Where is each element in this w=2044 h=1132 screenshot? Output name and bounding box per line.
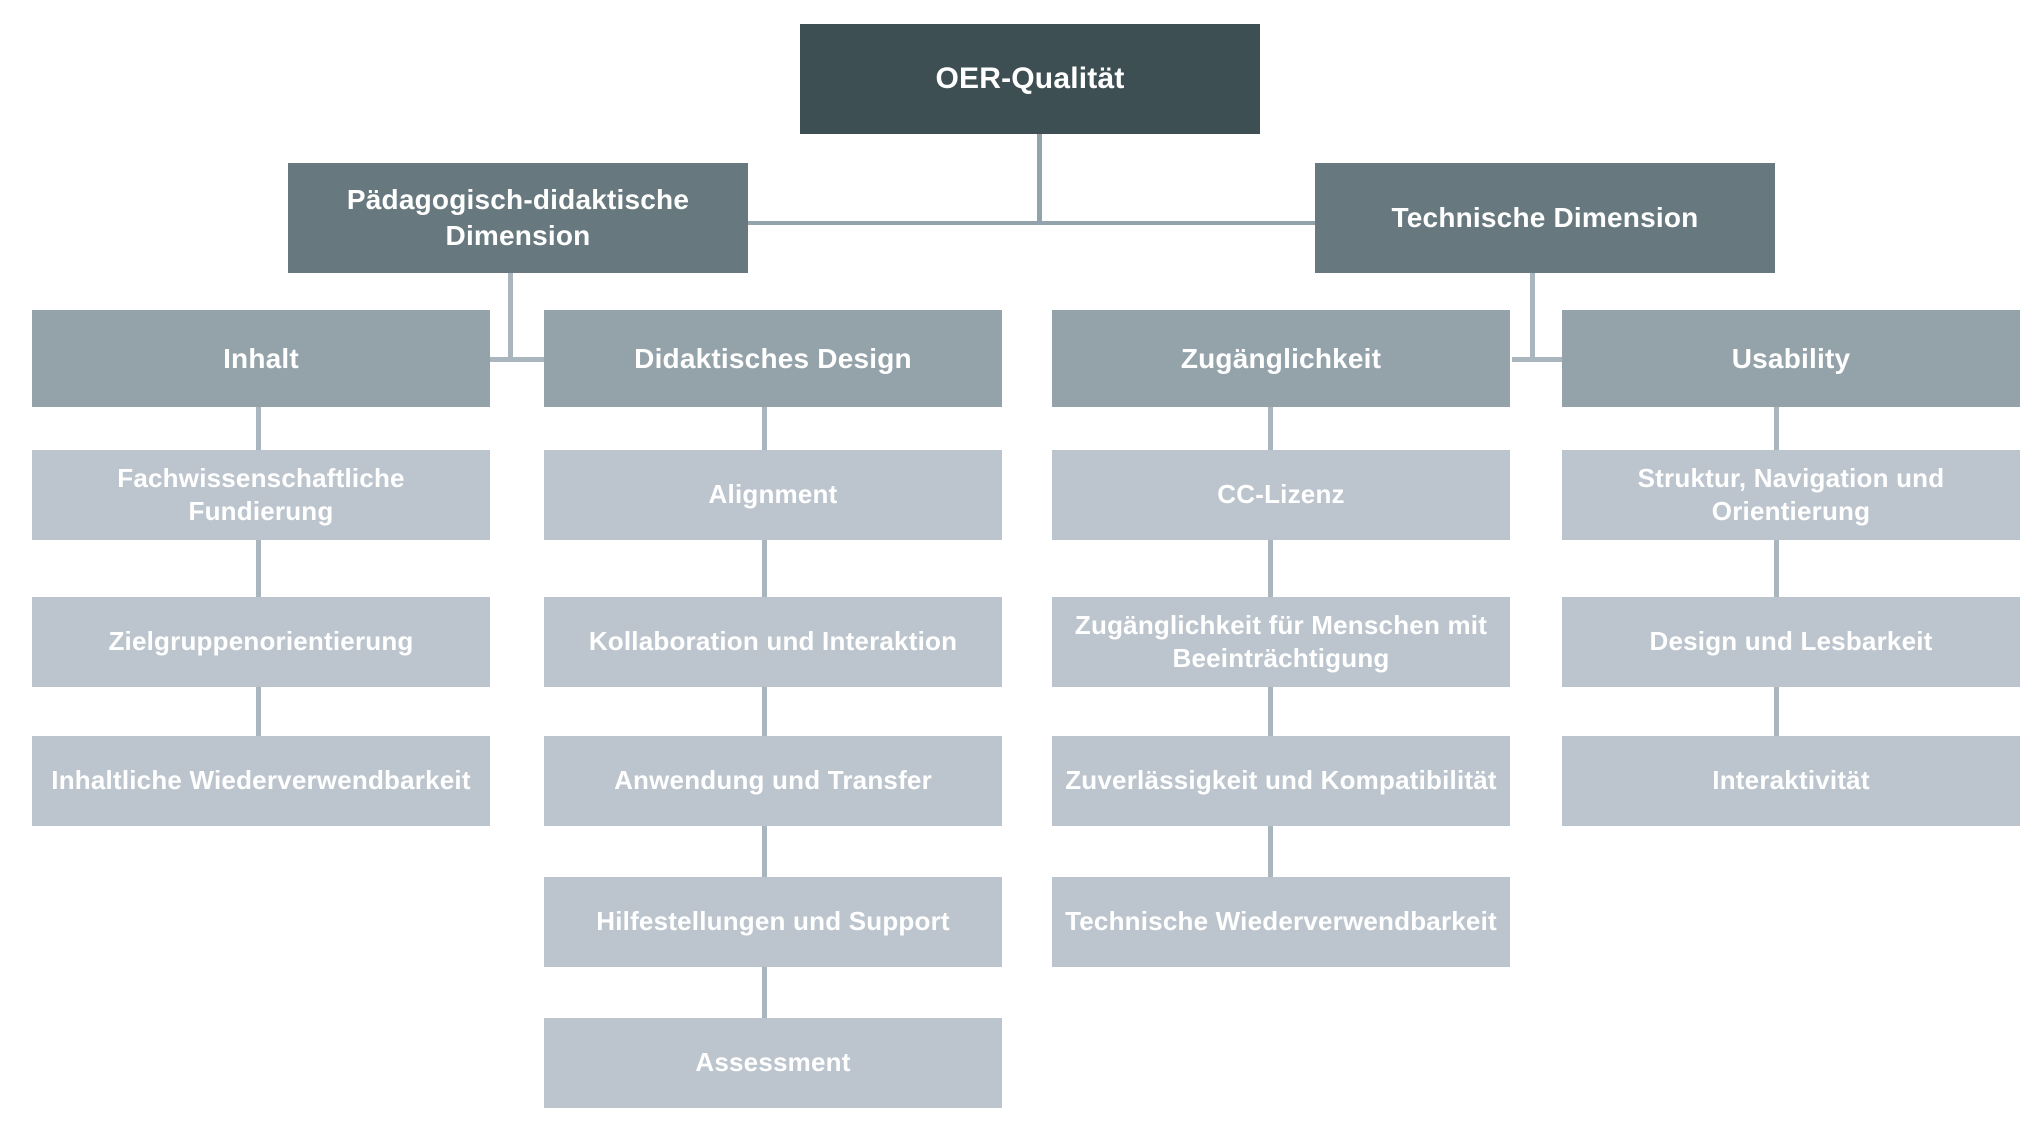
node-label: Usability	[1731, 342, 1851, 374]
node-label: Hilfestellungen und Support	[596, 906, 950, 937]
node-category-didaktisches-design[interactable]: Didaktisches Design	[544, 310, 1002, 407]
node-leaf-fachwissenschaftliche-fundierung[interactable]: Fachwissenschaftliche Fundierung	[32, 450, 490, 540]
node-label: Fachwissenschaftliche Fundierung	[117, 462, 405, 526]
node-label: Anwendung und Transfer	[614, 765, 932, 796]
node-leaf-cc-lizenz[interactable]: CC-Lizenz	[1052, 450, 1510, 540]
node-category-usability[interactable]: Usability	[1562, 310, 2020, 407]
node-label: OER-Qualität	[935, 61, 1125, 95]
node-leaf-kollaboration-und-interaktion[interactable]: Kollaboration und Interaktion	[544, 597, 1002, 687]
node-leaf-inhaltliche-wiederverwendbarkeit[interactable]: Inhaltliche Wiederverwendbarkeit	[32, 736, 490, 826]
node-label: Zugänglichkeit	[1180, 342, 1382, 374]
node-category-inhalt[interactable]: Inhalt	[32, 310, 490, 407]
node-leaf-anwendung-und-transfer[interactable]: Anwendung und Transfer	[544, 736, 1002, 826]
node-leaf-design-und-lesbarkeit[interactable]: Design und Lesbarkeit	[1562, 597, 2020, 687]
node-label: Zugänglichkeit für Menschen mit Beeinträ…	[1074, 609, 1488, 673]
node-label: Zielgruppenorientierung	[108, 626, 414, 657]
node-leaf-zuverlaessigkeit-und-kompatibilitaet[interactable]: Zuverlässigkeit und Kompatibilität	[1052, 736, 1510, 826]
node-leaf-interaktivitaet[interactable]: Interaktivität	[1562, 736, 2020, 826]
node-leaf-technische-wiederverwendbarkeit[interactable]: Technische Wiederverwendbarkeit	[1052, 877, 1510, 967]
connector-left-category-bar	[490, 357, 548, 362]
node-category-zugaenglichkeit[interactable]: Zugänglichkeit	[1052, 310, 1510, 407]
node-leaf-alignment[interactable]: Alignment	[544, 450, 1002, 540]
node-leaf-struktur-navigation-orientierung[interactable]: Struktur, Navigation und Orientierung	[1562, 450, 2020, 540]
connector-right-category-bar	[1512, 357, 1570, 362]
node-label: Pädagogisch-didaktische Dimension	[346, 184, 690, 251]
node-label: Assessment	[695, 1047, 851, 1078]
connector-left-dimension-stem	[508, 268, 513, 360]
node-leaf-assessment[interactable]: Assessment	[544, 1018, 1002, 1108]
node-leaf-zielgruppenorientierung[interactable]: Zielgruppenorientierung	[32, 597, 490, 687]
node-label: Kollaboration und Interaktion	[588, 626, 958, 657]
node-dimension-paedagogisch-didaktisch[interactable]: Pädagogisch-didaktische Dimension	[288, 163, 748, 273]
node-leaf-zugaenglichkeit-beeintraechtigung[interactable]: Zugänglichkeit für Menschen mit Beeinträ…	[1052, 597, 1510, 687]
node-label: Zuverlässigkeit und Kompatibilität	[1065, 765, 1497, 796]
node-label: Inhaltliche Wiederverwendbarkeit	[51, 765, 471, 796]
node-label: CC-Lizenz	[1217, 479, 1345, 510]
node-leaf-hilfestellungen-und-support[interactable]: Hilfestellungen und Support	[544, 877, 1002, 967]
node-label: Design und Lesbarkeit	[1649, 626, 1933, 657]
node-label: Technische Wiederverwendbarkeit	[1065, 906, 1497, 937]
node-label: Technische Dimension	[1391, 202, 1699, 234]
node-dimension-technisch[interactable]: Technische Dimension	[1315, 163, 1775, 273]
node-label: Didaktisches Design	[634, 342, 912, 374]
node-label: Struktur, Navigation und Orientierung	[1637, 462, 1945, 526]
node-label: Alignment	[708, 479, 838, 510]
connector-root-stem	[1037, 133, 1042, 223]
connector-dimension-bar	[741, 221, 1335, 225]
node-label: Interaktivität	[1712, 765, 1870, 796]
node-root-oer-qualitaet[interactable]: OER-Qualität	[800, 24, 1260, 134]
connector-right-dimension-stem	[1530, 268, 1535, 360]
node-label: Inhalt	[223, 342, 299, 374]
